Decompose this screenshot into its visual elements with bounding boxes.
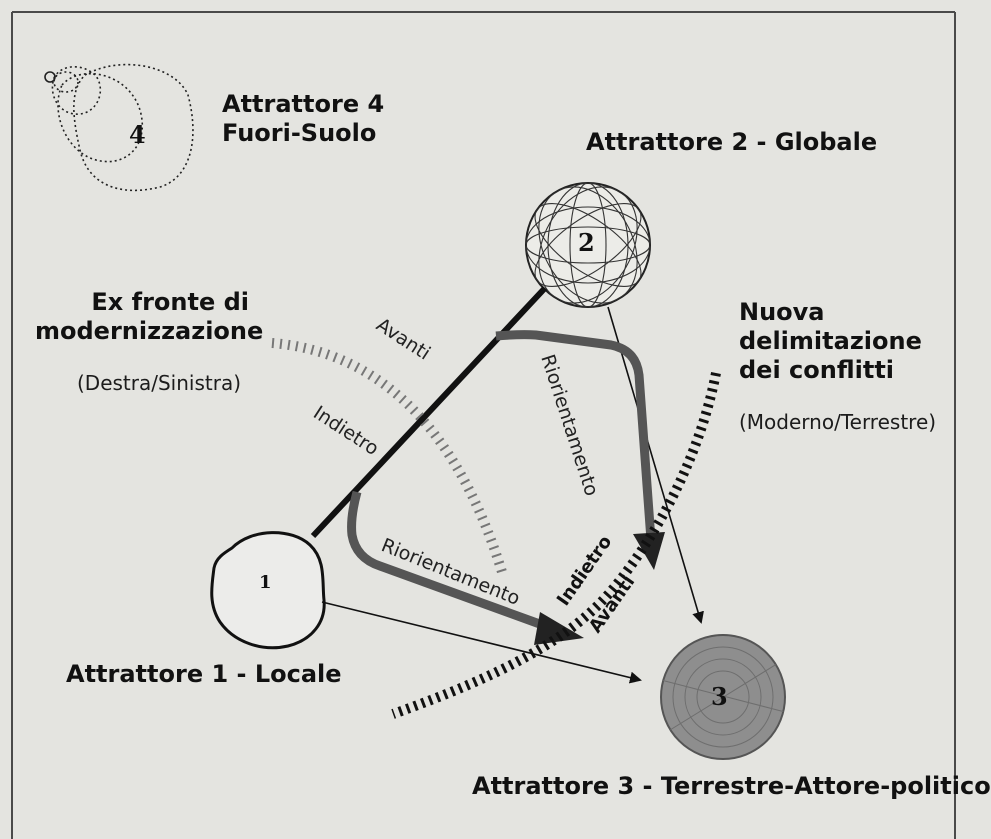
reorientation-lower-arrowhead — [534, 612, 584, 645]
attractor-4-title: Attrattore 4 Fuori-Suolo — [222, 90, 384, 148]
old-front-title-line1: Ex fronte di — [91, 288, 249, 316]
attractor-3-number: 3 — [711, 682, 728, 711]
diagram-canvas: Avanti Indietro Riorientamento Riorienta… — [11, 11, 991, 839]
arrow-local-to-terrestrial — [321, 601, 642, 684]
new-front-title-line2: delimitazione — [739, 327, 922, 355]
axis-local-global — [310, 285, 548, 539]
reorientation-lower-arrow — [347, 490, 550, 632]
old-front-subtitle: (Destra/Sinistra) — [77, 371, 242, 395]
attractor-2-title: Attrattore 2 - Globale — [586, 128, 878, 156]
new-front-line — [391, 372, 721, 719]
old-front-title-line2: modernizzazione — [35, 317, 264, 345]
attractor-4-title-line1: Attrattore 4 — [222, 90, 385, 118]
new-front-title-line1: Nuova — [739, 298, 825, 326]
old-front-arc — [271, 338, 507, 574]
attractor-1-number: 1 — [259, 572, 272, 593]
attractors-diagram: Avanti Indietro Riorientamento Riorienta… — [11, 11, 956, 839]
attractor-3-title: Attrattore 3 - Terrestre-Attore-politico — [472, 772, 991, 800]
old-front-forward-label: Avanti — [372, 314, 434, 365]
attractor-3-earth — [660, 634, 786, 760]
attractor-4-dot — [44, 71, 56, 83]
attractor-4-title-line2: Fuori-Suolo — [222, 119, 377, 147]
attractor-1-blob — [210, 531, 326, 650]
attractor-2-number: 2 — [578, 228, 595, 257]
new-front-title: Nuova delimitazione dei conflitti — [739, 298, 922, 385]
new-front-subtitle: (Moderno/Terrestre) — [739, 410, 937, 434]
old-front-backward-label: Indietro — [309, 402, 382, 460]
reorientation-upper-arrowhead — [633, 532, 665, 570]
reorientation-upper-label: Riorientamento — [536, 352, 602, 499]
arrow-global-to-terrestrial — [607, 306, 704, 624]
attractor-4-symbol — [51, 63, 194, 192]
attractor-4-number: 4 — [129, 120, 146, 149]
attractor-1-title: Attrattore 1 - Locale — [66, 660, 342, 688]
new-front-title-line3: dei conflitti — [739, 356, 895, 384]
old-front-title: Ex fronte di modernizzazione — [35, 288, 264, 346]
reorientation-upper-arrow — [495, 330, 656, 541]
attractor-2-globe — [525, 182, 651, 308]
